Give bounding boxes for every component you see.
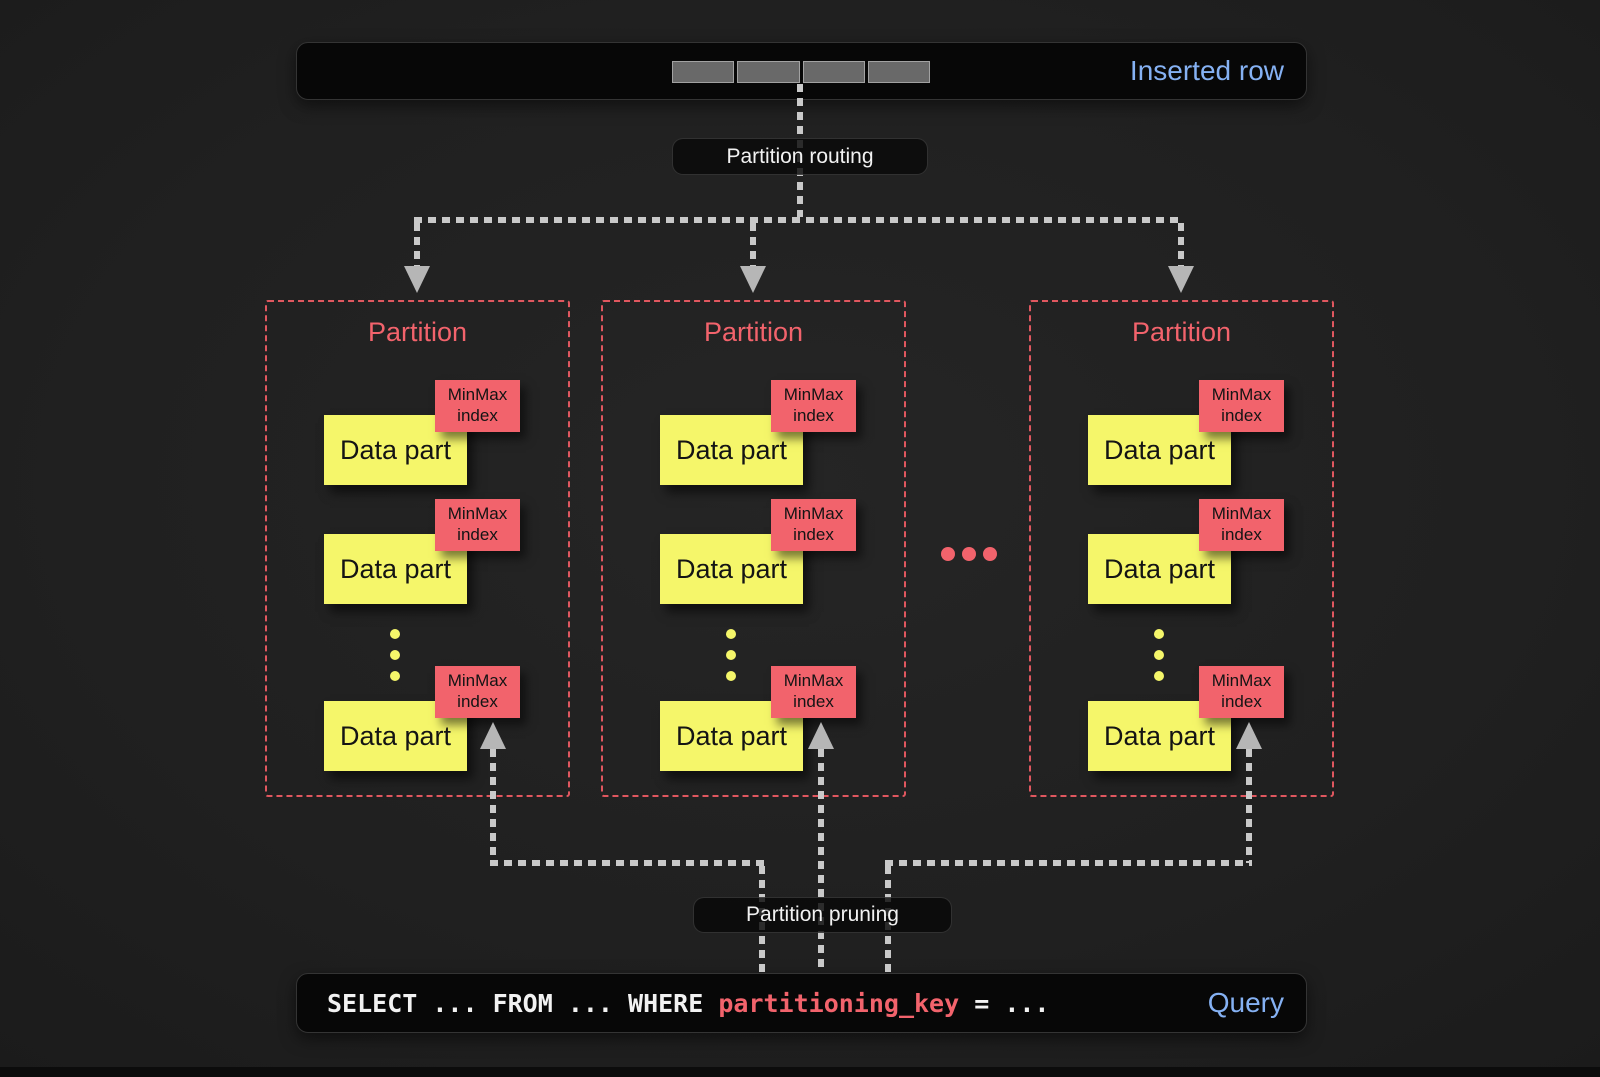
minmax-index-tag-line: MinMax: [783, 671, 844, 691]
pruning-elbow-right: [885, 860, 1252, 866]
down-arrowhead-icon: [1168, 266, 1194, 293]
more-parts-dot: [726, 671, 736, 681]
sql-query-text: SELECT ... FROM ... WHERE partitioning_k…: [327, 989, 1049, 1018]
minmax-index-tag-line: MinMax: [1211, 504, 1272, 524]
more-parts-dot: [726, 650, 736, 660]
row-cell: [737, 61, 800, 83]
partition-title: Partition: [703, 317, 804, 347]
up-arrowhead-icon: [1236, 722, 1262, 749]
sql-partitioning-key: partitioning_key: [718, 988, 960, 1018]
minmax-index-tag-line: index: [457, 525, 498, 544]
data-part: Data part: [1088, 701, 1231, 771]
minmax-index-tag-line: index: [1221, 406, 1262, 425]
minmax-index-tag-line: index: [793, 692, 834, 711]
routing-branch-line: [414, 217, 1184, 223]
partition-pruning-label: Partition pruning: [693, 897, 952, 933]
minmax-index-tag-line: index: [457, 406, 498, 425]
ellipsis-dot: [962, 547, 976, 561]
ellipsis-dot: [941, 547, 955, 561]
partition-title: Partition: [367, 317, 468, 347]
minmax-index-tag-line: index: [1221, 692, 1262, 711]
more-parts-dots: [1154, 629, 1164, 692]
inserted-row-label: Inserted row: [1129, 55, 1284, 86]
row-cell: [867, 61, 930, 83]
more-parts-dots: [390, 629, 400, 692]
minmax-index-tag-line: MinMax: [1211, 385, 1272, 405]
down-arrowhead-icon: [404, 266, 430, 293]
routing-drop-left: [414, 223, 420, 266]
sql-prefix: SELECT ... FROM ... WHERE: [327, 988, 719, 1018]
row-cell: [672, 61, 735, 83]
row-cell: [802, 61, 865, 83]
query-label: Query: [1207, 987, 1284, 1018]
partition-pruning-text: Partition pruning: [746, 903, 899, 926]
sql-suffix: = ...: [959, 988, 1050, 1018]
minmax-index-tag-line: index: [1221, 525, 1262, 544]
up-arrowhead-icon: [480, 722, 506, 749]
more-parts-dot: [726, 629, 736, 639]
more-parts-dot: [1154, 671, 1164, 681]
more-parts-dots: [726, 629, 736, 692]
partition-routing-text: Partition routing: [726, 144, 874, 168]
minmax-index-tag-line: MinMax: [447, 671, 508, 691]
minmax-index-tag-line: MinMax: [447, 504, 508, 524]
pruning-riser-right: [1246, 749, 1252, 863]
down-arrowhead-icon: [740, 266, 766, 293]
partition-routing-label: Partition routing: [672, 138, 928, 175]
pruning-elbow-left: [490, 860, 765, 866]
minmax-index-tag-line: index: [457, 692, 498, 711]
data-part: Data part: [660, 534, 803, 604]
pruning-riser-left: [490, 749, 496, 863]
partitions-ellipsis-dots: [941, 547, 997, 561]
more-parts-dot: [390, 629, 400, 639]
partition-title: Partition: [1131, 317, 1232, 347]
more-parts-dot: [390, 671, 400, 681]
minmax-index-tag-line: index: [793, 406, 834, 425]
ellipsis-dot: [983, 547, 997, 561]
inserted-row-cells: [672, 61, 930, 83]
query-bar: SELECT ... FROM ... WHERE partitioning_k…: [296, 973, 1307, 1033]
minmax-index-tag-line: index: [793, 525, 834, 544]
minmax-index-tag-line: MinMax: [1211, 671, 1272, 691]
routing-drop-right: [1178, 223, 1184, 266]
minmax-index-tag-line: MinMax: [783, 504, 844, 524]
up-arrowhead-icon: [808, 722, 834, 749]
pruning-riser-middle: [818, 749, 824, 973]
more-parts-dot: [1154, 650, 1164, 660]
routing-drop-middle: [750, 223, 756, 266]
bottom-edge-strip: [0, 1067, 1600, 1077]
minmax-index-tag-line: MinMax: [783, 385, 844, 405]
more-parts-dot: [390, 650, 400, 660]
more-parts-dot: [1154, 629, 1164, 639]
minmax-index-tag-line: MinMax: [447, 385, 508, 405]
